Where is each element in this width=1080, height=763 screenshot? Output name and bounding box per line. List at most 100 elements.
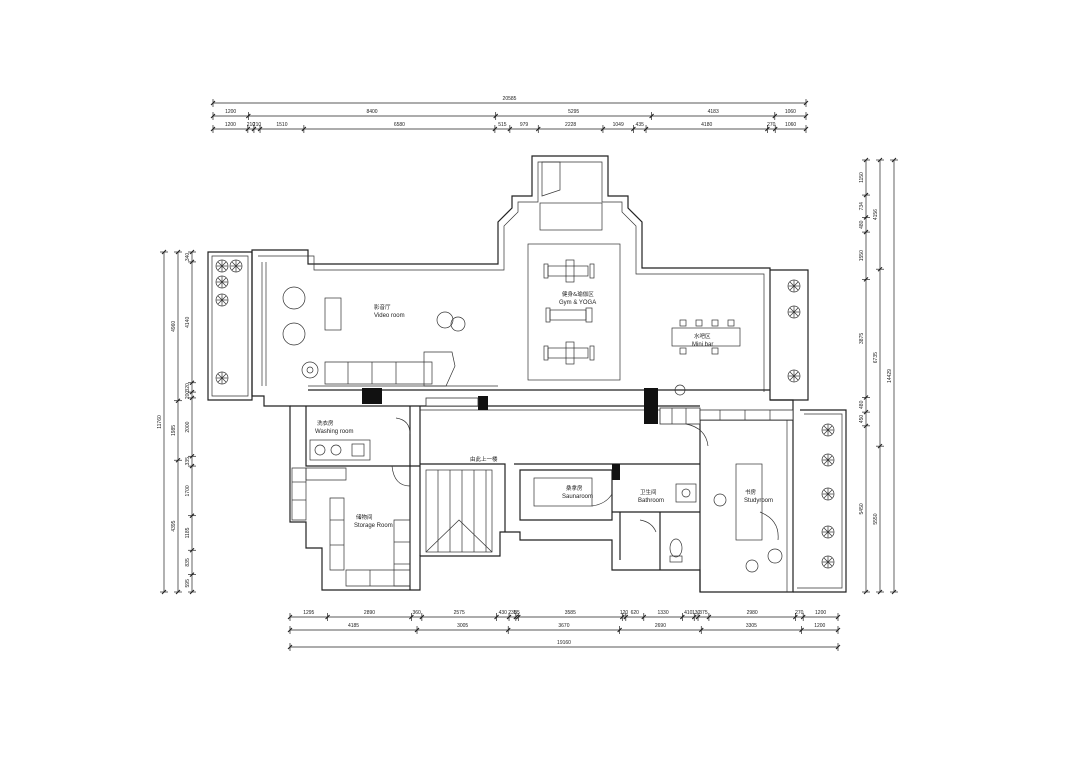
- dimension-value: 1550: [859, 250, 865, 261]
- plant-leaf: [789, 285, 795, 291]
- room-label-bathroom: 卫生间 Bathroom: [638, 488, 664, 504]
- dimension-value: 3005: [457, 623, 468, 629]
- dimension-value: 734: [859, 202, 865, 211]
- dimension-value: 979: [520, 122, 529, 128]
- dimension-value: 4183: [708, 109, 719, 115]
- plant-leaf: [823, 455, 829, 461]
- dimension-value: 4395: [171, 520, 177, 531]
- structural-columns: [362, 388, 658, 480]
- dimension-value: 4140: [185, 317, 191, 328]
- dimension-value: 4180: [701, 122, 712, 128]
- dimension-value: 85: [514, 610, 520, 616]
- dimension-value: 210: [253, 122, 262, 128]
- dimension-value: 2690: [655, 623, 666, 629]
- plant-leaf: [823, 429, 829, 435]
- dimension-value: 3305: [746, 623, 757, 629]
- planter: [787, 279, 801, 293]
- plant-leaf: [827, 493, 833, 499]
- plant-leaf: [823, 561, 829, 567]
- dimension-value: 130: [692, 610, 701, 616]
- dimension-value: 6735: [873, 352, 879, 363]
- room-label-study: 书房 Studyroom: [744, 488, 773, 504]
- dimension-value: 450: [859, 415, 865, 424]
- plant-leaf: [789, 281, 795, 287]
- room-en-minibar: Mini bar: [692, 342, 713, 348]
- dimension-value: 435: [636, 122, 645, 128]
- planter: [821, 423, 835, 437]
- storage-shelves: [291, 467, 411, 587]
- plant-leaf: [793, 281, 799, 287]
- dimension-total: 14429: [887, 369, 893, 383]
- room-label-gym: 健身&瑜伽区 Gym & YOGA: [559, 290, 596, 306]
- dimension-value: 1985: [171, 425, 177, 436]
- plant-leaf: [823, 489, 829, 495]
- dimension-value: 1060: [785, 122, 796, 128]
- planter: [215, 293, 229, 307]
- dimension-value: 210: [247, 122, 256, 128]
- plant-leaf: [217, 377, 223, 383]
- dimension-value: 3670: [558, 623, 569, 629]
- plant-leaf: [823, 527, 829, 533]
- video-room-furniture: [261, 262, 466, 387]
- dimension-value: 270: [795, 610, 804, 616]
- dimension-value: 5450: [859, 503, 865, 514]
- staircase: [425, 469, 493, 553]
- dimension-value: 235: [508, 610, 517, 616]
- dimension-value: 120: [620, 610, 629, 616]
- room-en-study: Studyroom: [744, 498, 773, 504]
- dimension-value: 3875: [859, 333, 865, 344]
- plant-leaf: [221, 281, 227, 287]
- washing-machines: [309, 439, 371, 461]
- dimension-value: 1200: [815, 610, 826, 616]
- dimension-value: 4185: [348, 623, 359, 629]
- dimension-total: 20585: [503, 96, 517, 102]
- door-swings: [391, 417, 709, 533]
- plant-leaf: [793, 375, 799, 381]
- planter: [215, 259, 229, 273]
- stair-note: 由此上一楼: [470, 455, 498, 463]
- plant-leaf: [823, 531, 829, 537]
- plant-leaf: [823, 425, 829, 431]
- dimension-value: 1700: [185, 485, 191, 496]
- planter: [821, 453, 835, 467]
- dimension-value: 1060: [785, 109, 796, 115]
- room-cn-gym: 健身&瑜伽区: [562, 290, 594, 298]
- plant-leaf: [231, 261, 237, 267]
- room-en-bathroom: Bathroom: [638, 498, 664, 504]
- plant-leaf: [221, 377, 227, 383]
- dimension-value: 1150: [859, 172, 865, 183]
- fitness-equipment: [543, 259, 595, 283]
- plant-leaf: [217, 261, 223, 267]
- plant-leaf: [231, 265, 237, 271]
- plant-leaf: [827, 429, 833, 435]
- plant-leaf: [221, 295, 227, 301]
- plant-leaf: [221, 373, 227, 379]
- study-furniture: [713, 463, 783, 573]
- plant-leaf: [827, 459, 833, 465]
- plant-leaf: [221, 261, 227, 267]
- dimension-value: 1510: [276, 122, 287, 128]
- plant-leaf: [827, 557, 833, 563]
- plant-leaf: [217, 295, 223, 301]
- dimension-value: 8400: [366, 109, 377, 115]
- plant-leaf: [789, 307, 795, 313]
- room-en-storage: Storage Room: [354, 523, 393, 529]
- room-cn-bathroom: 卫生间: [640, 488, 657, 496]
- room-label-video: 影音厅 Video room: [374, 303, 405, 319]
- plant-leaf: [789, 311, 795, 317]
- planter: [787, 305, 801, 319]
- building-walls: [207, 155, 847, 593]
- plant-leaf: [217, 265, 223, 271]
- dimension-value: 2575: [454, 610, 465, 616]
- plant-leaf: [793, 371, 799, 377]
- plant-leaf: [827, 489, 833, 495]
- plant-leaf: [217, 373, 223, 379]
- plant-leaf: [221, 277, 227, 283]
- dimension-value: 375: [699, 610, 708, 616]
- dimension-value: 835: [185, 558, 191, 567]
- plant-leaf: [789, 371, 795, 377]
- plant-leaf: [827, 527, 833, 533]
- dimension-value: 1200: [225, 109, 236, 115]
- room-en-washing: Washing room: [315, 429, 353, 435]
